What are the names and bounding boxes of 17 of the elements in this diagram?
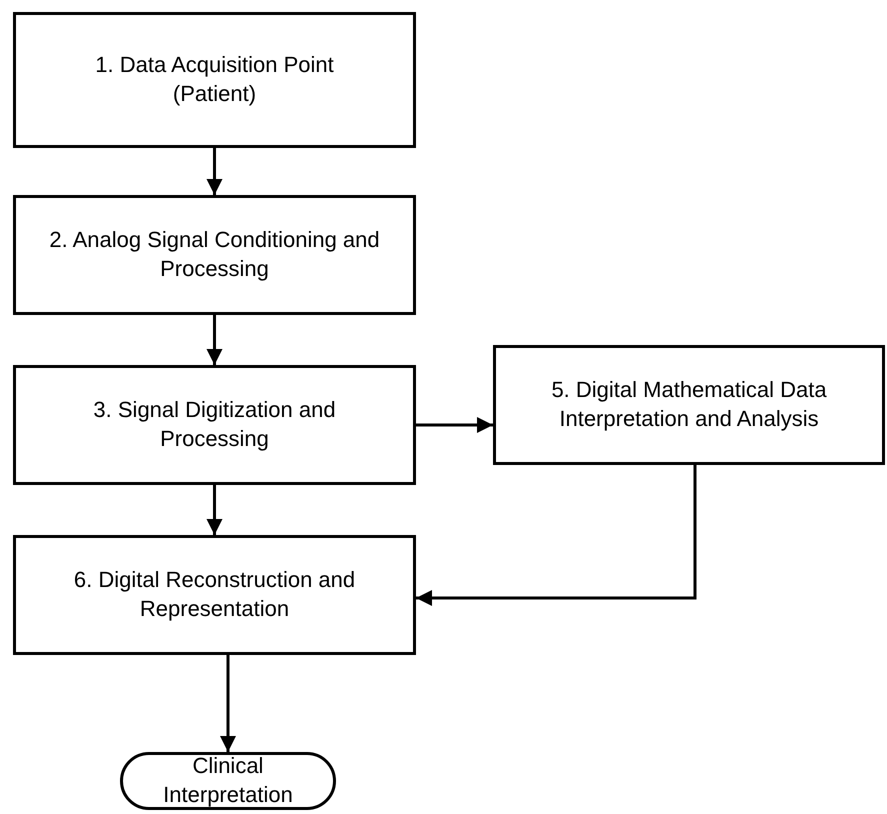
node-label: 5. Digital Mathematical Data Interpretation and Analysis	[550, 376, 828, 433]
node-label: 2. Analog Signal Conditioning and Processing	[48, 226, 381, 283]
process-box	[13, 195, 416, 315]
process-box	[13, 365, 416, 485]
arrow	[206, 485, 222, 535]
arrow	[206, 148, 222, 195]
arrow	[220, 655, 236, 752]
arrow	[416, 465, 696, 606]
arrow	[206, 315, 222, 365]
node-label: 3. Signal Digitization and Processing	[92, 396, 337, 453]
node-label: 6. Digital Reconstruction and Representation	[72, 566, 356, 623]
arrow	[416, 417, 493, 433]
node-label: Clinical Interpretation	[162, 752, 294, 809]
process-box	[493, 345, 885, 465]
node-label: 1. Data Acquisition Point (Patient)	[94, 51, 335, 108]
process-box	[13, 12, 416, 148]
process-box	[13, 535, 416, 655]
